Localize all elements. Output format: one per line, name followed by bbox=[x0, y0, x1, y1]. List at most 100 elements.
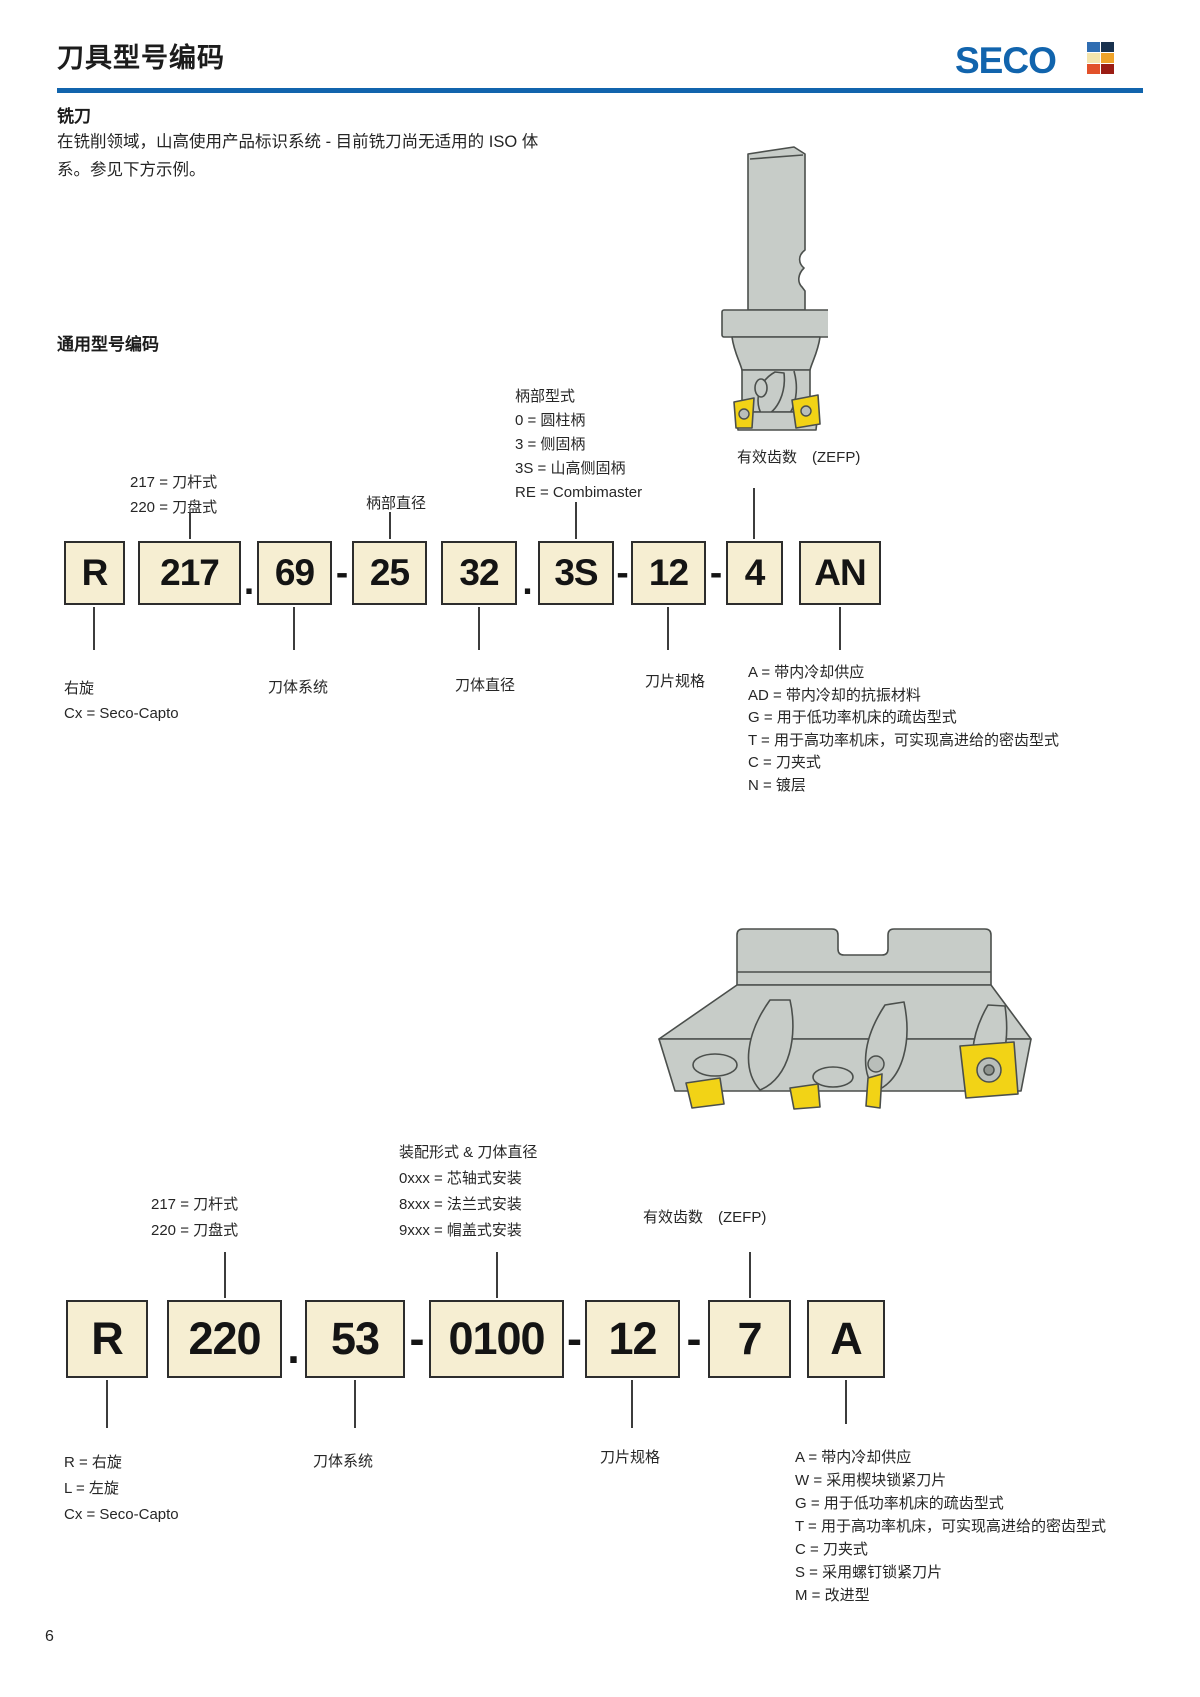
s2-code-box-rotation: R bbox=[66, 1300, 148, 1378]
s1-shank-type-title: 柄部型式 bbox=[515, 388, 576, 405]
s2-mount-item: 0xxx = 芯轴式安装 bbox=[399, 1170, 522, 1187]
s2-mount-title: 装配形式 & 刀体直径 bbox=[399, 1144, 538, 1161]
s1-code-box-feature: AN bbox=[799, 541, 881, 605]
s2-feature-legend: A = 带内冷却供应 W = 采用楔块锁紧刀片 G = 用于低功率机床的疏齿型式… bbox=[795, 1446, 1106, 1607]
s1-code-separator: . bbox=[522, 561, 533, 602]
s2-mount-item: 8xxx = 法兰式安装 bbox=[399, 1196, 522, 1213]
s1-type-217: 217 = 刀杆式 bbox=[130, 474, 218, 491]
connector-line bbox=[575, 502, 577, 539]
s2-code-separator: - bbox=[567, 1313, 582, 1364]
connector-line bbox=[631, 1380, 633, 1428]
s1-code-separator: - bbox=[335, 552, 349, 593]
s2-legend-item: G = 用于低功率机床的疏齿型式 bbox=[795, 1495, 1004, 1512]
s2-code-box-mount-diameter: 0100 bbox=[429, 1300, 564, 1378]
s1-rotation-block: 右旋 Cx = Seco-Capto bbox=[64, 676, 179, 726]
s1-code-separator: . bbox=[243, 561, 255, 602]
s1-feature-legend: A = 带内冷却供应 AD = 带内冷却的抗振材料 G = 用于低功率机床的疏齿… bbox=[748, 662, 1059, 797]
connector-line bbox=[753, 488, 755, 539]
intro-line1: 在铣削领域，山高使用产品标识系统 - 目前铣刀尚无适用的 ISO 体 bbox=[57, 133, 539, 151]
intro-line2: 系。参见下方示例。 bbox=[57, 161, 206, 179]
seco-logo-squares-icon bbox=[1087, 42, 1115, 75]
s1-legend-item: N = 镀层 bbox=[748, 776, 806, 794]
s1-shank-type-block: 柄部型式 0 = 圆柱柄 3 = 侧固柄 3S = 山高侧固柄 RE = Com… bbox=[515, 385, 642, 505]
header-rule bbox=[57, 88, 1143, 93]
s2-rotation-block: R = 右旋 L = 左旋 Cx = Seco-Capto bbox=[64, 1450, 179, 1528]
s2-mount-block: 装配形式 & 刀体直径 0xxx = 芯轴式安装 8xxx = 法兰式安装 9x… bbox=[399, 1140, 537, 1244]
s1-code-box-rotation: R bbox=[64, 541, 125, 605]
seco-logo: SECO bbox=[955, 40, 1145, 84]
s2-code-separator: - bbox=[686, 1313, 702, 1364]
s2-legend-item: S = 采用螺钉锁紧刀片 bbox=[795, 1564, 943, 1581]
s1-code-box-teeth: 4 bbox=[726, 541, 783, 605]
s1-shank-type-item: RE = Combimaster bbox=[515, 484, 643, 501]
connector-line bbox=[189, 512, 191, 539]
s1-capto-label: Cx = Seco-Capto bbox=[64, 705, 179, 722]
seco-logo-text: SECO bbox=[955, 40, 1057, 81]
s2-capto-label: Cx = Seco-Capto bbox=[64, 1506, 179, 1523]
s1-legend-item: G = 用于低功率机床的疏齿型式 bbox=[748, 709, 957, 726]
connector-line bbox=[667, 607, 669, 650]
s1-code-box-shank-diameter: 25 bbox=[352, 541, 427, 605]
s1-code-separator: - bbox=[709, 552, 723, 593]
s1-shank-type-item: 3 = 侧固柄 bbox=[515, 436, 586, 453]
s2-rotation-l-label: L = 左旋 bbox=[64, 1480, 119, 1497]
section1-heading: 通用型号编码 bbox=[57, 335, 159, 354]
s2-mount-item: 9xxx = 帽盖式安装 bbox=[399, 1222, 522, 1239]
s1-legend-item: AD = 带内冷却的抗振材料 bbox=[748, 686, 921, 704]
s2-code-separator: - bbox=[409, 1313, 425, 1364]
s2-rotation-r-label: R = 右旋 bbox=[64, 1454, 122, 1471]
connector-line bbox=[839, 607, 841, 650]
s1-legend-item: A = 带内冷却供应 bbox=[748, 664, 865, 681]
connector-line bbox=[93, 607, 95, 650]
s2-code-box-feature: A bbox=[807, 1300, 885, 1378]
s2-legend-item: C = 刀夹式 bbox=[795, 1541, 868, 1558]
s1-body-diameter-label: 刀体直径 bbox=[455, 677, 516, 694]
connector-line bbox=[845, 1380, 847, 1424]
page-title: 刀具型号编码 bbox=[57, 43, 225, 73]
s2-code-box-teeth: 7 bbox=[708, 1300, 791, 1378]
s2-teeth-label: 有效齿数 (ZEFP) bbox=[643, 1209, 767, 1226]
s1-shank-diameter-label: 柄部直径 bbox=[366, 495, 427, 512]
s2-legend-item: T = 用于高功率机床，可实现高进给的密齿型式 bbox=[795, 1518, 1106, 1535]
connector-line bbox=[354, 1380, 356, 1428]
s1-shank-type-item: 0 = 圆柱柄 bbox=[515, 412, 586, 429]
s1-legend-item: C = 刀夹式 bbox=[748, 754, 821, 771]
s1-code-box-type: 217 bbox=[138, 541, 241, 605]
s1-type-220: 220 = 刀盘式 bbox=[130, 499, 218, 516]
connector-line bbox=[224, 1252, 226, 1298]
connector-line bbox=[749, 1252, 751, 1298]
s2-type-220: 220 = 刀盘式 bbox=[151, 1222, 239, 1239]
connector-line bbox=[496, 1252, 498, 1298]
s1-code-box-shank-type: 3S bbox=[538, 541, 614, 605]
s2-code-box-type: 220 bbox=[167, 1300, 282, 1378]
s1-code-box-body-system: 69 bbox=[257, 541, 332, 605]
page-number: 6 bbox=[45, 1628, 54, 1645]
s1-body-system-label: 刀体系统 bbox=[268, 679, 329, 696]
s2-legend-item: A = 带内冷却供应 bbox=[795, 1449, 912, 1466]
s1-type-codes: 217 = 刀杆式 220 = 刀盘式 bbox=[130, 470, 217, 520]
end-mill-illustration bbox=[721, 146, 828, 431]
s1-code-box-body-diameter: 32 bbox=[441, 541, 517, 605]
s2-insert-size-label: 刀片规格 bbox=[600, 1449, 661, 1466]
connector-line bbox=[478, 607, 480, 650]
s1-legend-item: T = 用于高功率机床，可实现高进给的密齿型式 bbox=[748, 731, 1059, 749]
s1-insert-size-label: 刀片规格 bbox=[645, 673, 706, 690]
connector-line bbox=[106, 1380, 108, 1428]
s2-type-codes: 217 = 刀杆式 220 = 刀盘式 bbox=[151, 1192, 238, 1244]
s2-body-system-label: 刀体系统 bbox=[313, 1453, 374, 1470]
connector-line bbox=[389, 512, 391, 539]
s2-code-box-insert-size: 12 bbox=[585, 1300, 680, 1378]
connector-line bbox=[293, 607, 295, 650]
s1-code-box-insert-size: 12 bbox=[631, 541, 706, 605]
s1-rotation-label: 右旋 bbox=[64, 680, 95, 697]
s2-type-217: 217 = 刀杆式 bbox=[151, 1196, 239, 1213]
s2-code-separator: . bbox=[287, 1322, 300, 1373]
s1-shank-type-item: 3S = 山高侧固柄 bbox=[515, 460, 626, 477]
s2-code-box-body-system: 53 bbox=[305, 1300, 405, 1378]
milling-heading: 铣刀 bbox=[57, 107, 91, 126]
s2-legend-item: M = 改进型 bbox=[795, 1587, 870, 1604]
s1-code-separator: - bbox=[616, 552, 629, 593]
s2-legend-item: W = 采用楔块锁紧刀片 bbox=[795, 1472, 947, 1489]
face-mill-illustration bbox=[658, 928, 1032, 1110]
